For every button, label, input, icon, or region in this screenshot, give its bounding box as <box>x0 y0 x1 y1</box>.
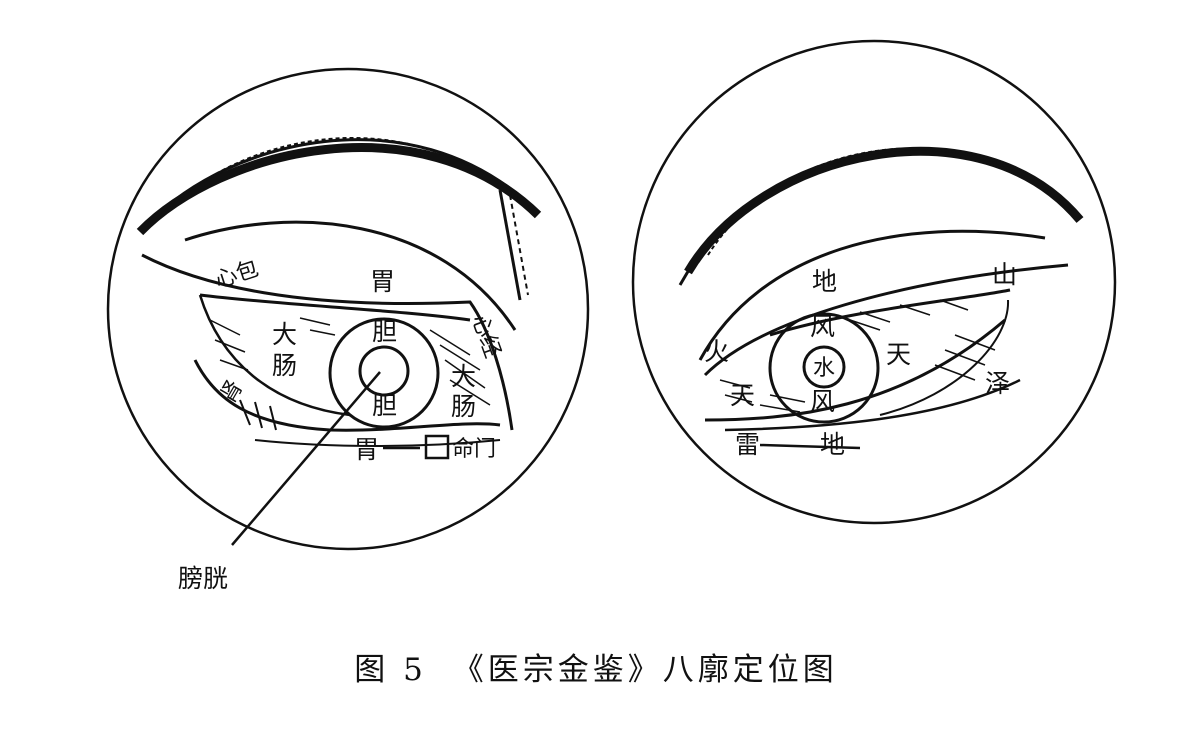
label-rotated-bottom-right: 命门 <box>452 437 496 462</box>
label-tian-left: 天 <box>730 381 755 410</box>
label-rotated-right-top: 心经 <box>466 312 505 362</box>
label-rotated-left-bottom: 肾 <box>216 376 249 408</box>
figure-caption: 图 5 《医宗金鉴》八廓定位图 <box>0 644 1192 689</box>
label-di-bottom: 地 <box>820 430 845 459</box>
right-eye-diagram: 地 山 火 风 水 天 天 风 泽 雷 地 <box>631 39 1117 525</box>
label-wei-bottom: 胃 <box>354 435 379 464</box>
right-eye-outline <box>703 263 1069 450</box>
figure-number: 图 5 <box>354 652 427 688</box>
label-tian-right: 天 <box>886 340 911 369</box>
label-dan-top: 胆 <box>372 317 397 346</box>
label-shui: 水 <box>813 356 835 381</box>
right-eye-border-circle <box>631 39 1117 525</box>
left-eye-border-circle <box>106 67 590 551</box>
label-dachang-right-1: 大 <box>451 362 476 391</box>
left-eyebrow <box>136 136 542 301</box>
label-dachang-left-1: 大 <box>272 320 297 349</box>
label-dan-bottom: 胆 <box>372 391 397 420</box>
label-shan: 山 <box>992 260 1017 289</box>
label-huo: 火 <box>704 337 729 366</box>
label-di-top: 地 <box>812 267 837 296</box>
left-eye-diagram: 胃 大 肠 胆 胆 大 肠 胃 膀胱 心包 心经 肾 命门 <box>106 67 590 593</box>
label-feng-top: 风 <box>810 312 835 341</box>
figure-title: 《医宗金鉴》八廓定位图 <box>452 652 838 688</box>
left-iris <box>328 317 440 429</box>
left-pupil <box>358 345 410 397</box>
label-pangguang: 膀胱 <box>178 564 228 593</box>
left-upper-eyelid-crease <box>184 220 517 331</box>
right-upper-eyelid-crease <box>698 229 1046 361</box>
right-iris <box>768 312 880 424</box>
label-dachang-right-2: 肠 <box>451 392 476 421</box>
label-lei: 雷 <box>735 430 760 459</box>
right-pupil <box>802 345 846 389</box>
label-wei-top: 胃 <box>370 267 395 296</box>
right-eyebrow <box>678 146 1084 286</box>
left-eye-outline <box>141 253 514 447</box>
label-rotated-left-top: 心包 <box>212 256 262 293</box>
label-dachang-left-2: 肠 <box>272 351 297 380</box>
label-ze: 泽 <box>985 369 1010 398</box>
label-feng-bottom: 风 <box>810 387 835 416</box>
left-bottom-bracket <box>383 434 450 460</box>
pangguang-pointer-line <box>231 371 381 546</box>
